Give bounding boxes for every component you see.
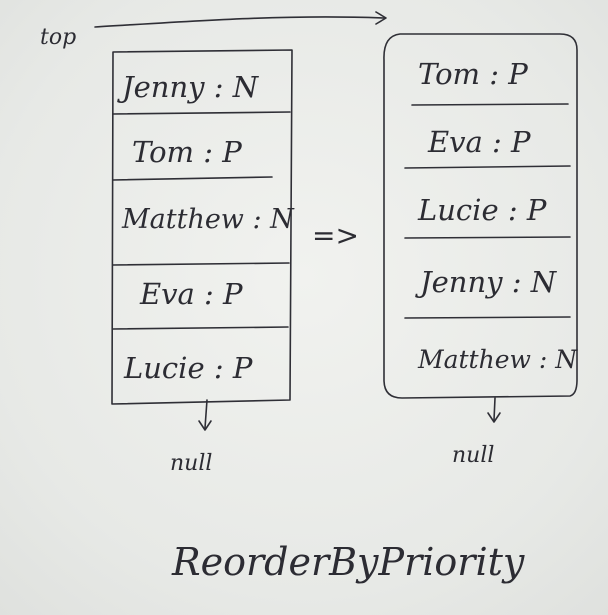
after-divider-4 [404, 316, 571, 319]
after-stack: Tom : P Eva : P Lucie : P Jenny : N Matt… [383, 33, 578, 468]
before-divider-1 [112, 111, 291, 115]
after-item-3: Lucie : P [417, 193, 547, 227]
caption: ReorderByPriority [171, 540, 525, 584]
before-item-4: Eva : P [139, 277, 243, 311]
top-arrow-line [94, 16, 385, 28]
after-item-5: Matthew : N [417, 345, 578, 374]
before-stack-outline [111, 49, 293, 405]
before-item-2: Tom : P [132, 135, 242, 169]
before-stack: Jenny : N Tom : P Matthew : N Eva : P Lu… [111, 49, 295, 476]
before-divider-4 [112, 326, 289, 330]
after-item-2: Eva : P [427, 125, 531, 159]
before-item-1: Jenny : N [117, 70, 260, 104]
after-null-pointer [493, 397, 496, 421]
after-item-4: Jenny : N [415, 265, 558, 299]
before-item-3: Matthew : N [121, 204, 295, 235]
after-item-1: Tom : P [418, 57, 528, 91]
after-divider-2 [404, 165, 571, 169]
before-item-5: Lucie : P [123, 351, 253, 385]
after-null-label: null [452, 443, 494, 468]
before-divider-3 [112, 262, 290, 266]
before-divider-2 [112, 176, 273, 181]
after-null-arrowhead [487, 412, 501, 423]
after-divider-1 [411, 103, 569, 106]
after-stack-outline [383, 33, 578, 399]
transform-arrow: => [312, 219, 359, 252]
before-null-arrowhead [198, 420, 212, 431]
after-divider-3 [404, 236, 571, 239]
before-null-label: null [170, 451, 212, 476]
before-null-pointer [204, 399, 208, 429]
top-label: top [40, 25, 76, 50]
top-arrow-head [375, 11, 387, 25]
